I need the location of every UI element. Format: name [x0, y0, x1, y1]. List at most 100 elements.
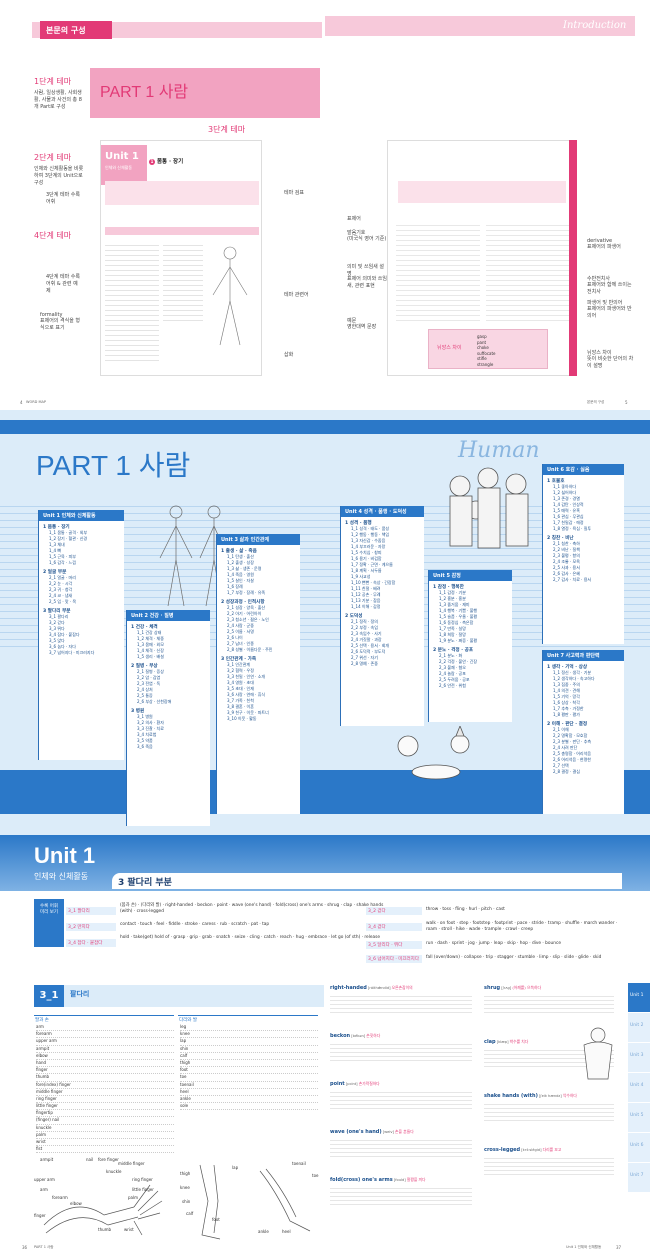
- section-item[interactable]: 3_5 앉다: [49, 638, 65, 643]
- section-item[interactable]: 3_10 이웃 · 활동: [227, 716, 257, 721]
- section-item[interactable]: 2_3 불평 · 항의: [553, 553, 580, 558]
- section-item[interactable]: 1_6 동정심 · 측은함: [439, 620, 474, 625]
- section-item[interactable]: 2_3 불쾌 · 혐오: [439, 665, 466, 670]
- section-item[interactable]: 2_1 성장 · 양육 · 출산: [227, 605, 266, 610]
- section-item[interactable]: 2_4 사려 판단: [553, 745, 578, 750]
- section-item[interactable]: 1_7 친밀감 · 애정: [553, 520, 584, 525]
- entry-headword[interactable]: cross-legged: [484, 1147, 521, 1153]
- section-title[interactable]: 1 호불호: [547, 479, 565, 484]
- section-item[interactable]: 2_6 나이: [227, 635, 243, 640]
- section-item[interactable]: 1_2 생각하다 · 숙고하다: [553, 676, 595, 681]
- section-item[interactable]: 3_2 협력 · 우정: [227, 668, 254, 673]
- section-item[interactable]: 3_2 걷다: [49, 620, 65, 625]
- section-item[interactable]: 2_2 눈 · 시각: [49, 581, 73, 586]
- section-item[interactable]: 3_5 약품: [137, 738, 153, 743]
- unit-title[interactable]: Unit 2 건강 · 질병: [127, 610, 210, 621]
- section-item[interactable]: 1_8 희망 · 절망: [439, 632, 466, 637]
- section-item[interactable]: 2_5 사과 · 용서: [553, 565, 580, 570]
- section-item[interactable]: 2_6 안전 · 위험: [439, 683, 466, 688]
- section-item[interactable]: 2_3 전염 · 독: [137, 681, 161, 686]
- section-item[interactable]: 2_8 명예 · 존중: [351, 661, 378, 666]
- unit-tab[interactable]: Unit 4: [628, 1073, 650, 1103]
- unit-title[interactable]: Unit 7 사고력과 판단력: [543, 650, 624, 661]
- unit-title[interactable]: Unit 5 감정: [429, 570, 512, 581]
- section-item[interactable]: 1_7 추측 · 가정한: [553, 706, 584, 711]
- section-item[interactable]: 2_1 분노 · 화: [439, 653, 463, 658]
- section-item[interactable]: 1_5 근육 · 피부: [49, 554, 76, 559]
- section-item[interactable]: 2_5 이름 · 서명: [227, 629, 254, 634]
- section-item[interactable]: 1_4 죽음 · 영원: [227, 572, 254, 577]
- section-title[interactable]: 1 성격 · 품행: [345, 521, 372, 526]
- section-item[interactable]: 2_1 이해: [553, 727, 569, 732]
- section-item[interactable]: 2_2 암 · 감염: [137, 675, 161, 680]
- section-item[interactable]: 1_6 감각 · 느낌: [49, 560, 76, 565]
- section-item[interactable]: 1_3 존경 · 경멸: [553, 496, 580, 501]
- section-item[interactable]: 1_8 열정 · 욕심 · 질투: [553, 526, 592, 531]
- section-item[interactable]: 3_8 결혼 · 이혼: [227, 704, 254, 709]
- section-item[interactable]: 1_6 용기 · 비겁함: [351, 556, 382, 561]
- section-item[interactable]: 2_2 부정 · 속임: [351, 625, 378, 630]
- section-title[interactable]: 2 분노 · 걱정 · 공포: [433, 648, 474, 653]
- section-item[interactable]: 1_1 정신 · 생각 · 기분: [553, 670, 592, 675]
- section-item[interactable]: 1_9 사교성: [351, 574, 371, 579]
- section-item[interactable]: 1_11 친절 · 배려: [351, 586, 381, 591]
- section-item[interactable]: 2_5 통증: [137, 693, 153, 698]
- section-title[interactable]: 1 몸통 · 장기: [43, 525, 70, 530]
- vocab-right-label[interactable]: 3_6 넘어지다 · 미끄러지다: [366, 955, 422, 963]
- section-item[interactable]: 1_8 계획 · 서두름: [351, 568, 382, 573]
- section-item[interactable]: 2_3 속임수 · 사기: [351, 631, 382, 636]
- section-title[interactable]: 3 병원: [131, 709, 145, 714]
- section-item[interactable]: 3_3 친밀 · 인연 · 소개: [227, 674, 266, 679]
- section-title[interactable]: 1 생각 · 기억 · 상상: [547, 665, 588, 670]
- section-item[interactable]: 1_4 부끄러운 · 자랑: [351, 544, 386, 549]
- section-item[interactable]: 2_4 놀람 · 공포: [439, 671, 466, 676]
- section-item[interactable]: 2_3 분별 · 판단 · 추측: [553, 739, 592, 744]
- section-item[interactable]: 3_2 의사 · 환자: [137, 720, 164, 725]
- section-item[interactable]: 3_1 팔다리: [49, 614, 69, 619]
- section-title[interactable]: 2 성장과정 · 인적사항: [221, 600, 265, 605]
- section-title[interactable]: 3 인간관계 · 가족: [221, 657, 257, 662]
- vocab-right-label[interactable]: 3_4 걷다: [366, 923, 422, 931]
- section-item[interactable]: 1_4 체격 · 신장: [137, 648, 164, 653]
- section-item[interactable]: 2_6 도덕적 · 부도덕: [351, 649, 386, 654]
- section-title[interactable]: 2 도덕성: [345, 614, 363, 619]
- entry-headword[interactable]: clap: [484, 1039, 496, 1045]
- section-item[interactable]: 1_12 공손 · 무례: [351, 592, 381, 597]
- section-item[interactable]: 2_7 감사 · 치료 · 용서: [553, 577, 592, 582]
- section-title[interactable]: 1 감정 · 행복한: [433, 585, 464, 590]
- section-item[interactable]: 1_6 장례: [227, 584, 243, 589]
- entry-headword[interactable]: beckon: [330, 1033, 351, 1039]
- section-title[interactable]: 2 질병 · 부상: [131, 664, 158, 669]
- section-item[interactable]: 3_5 초대 · 인재: [227, 686, 254, 691]
- entry-headword[interactable]: fold(cross) one's arms: [330, 1177, 393, 1183]
- unit-title[interactable]: Unit 1 인체와 신체활동: [39, 510, 124, 521]
- section-item[interactable]: 1_2 체격 · 체중: [137, 636, 164, 641]
- unit-tab[interactable]: Unit 3: [628, 1043, 650, 1073]
- section-item[interactable]: 3_7 가족 · 친척: [227, 698, 254, 703]
- section-item[interactable]: 2_6 감사 · 은혜: [553, 571, 580, 576]
- section-item[interactable]: 1_1 감정 · 기분: [439, 590, 466, 595]
- section-item[interactable]: 3_4 치료법: [137, 732, 157, 737]
- section-item[interactable]: 2_5 총명함 · 어리석음: [553, 751, 591, 756]
- section-item[interactable]: 1_3 집중 · 주의: [553, 682, 580, 687]
- section-item[interactable]: 1_7 부정 · 장례 · 유족: [227, 590, 266, 595]
- section-item[interactable]: 3_4 영원 · 초대: [227, 680, 254, 685]
- section-item[interactable]: 1_4 의견 · 견해: [553, 688, 580, 693]
- section-item[interactable]: 3_3 진찰 · 치료: [137, 726, 164, 731]
- section-item[interactable]: 1_5 매력 · 유혹: [553, 508, 580, 513]
- section-item[interactable]: 1_6 상상 · 착각: [553, 700, 580, 705]
- section-title[interactable]: 2 얼굴 부분: [43, 570, 67, 575]
- section-item[interactable]: 3_1 인간관계: [227, 662, 251, 667]
- section-item[interactable]: 2_5 선택 · 용서 · 회개: [351, 643, 390, 648]
- entry-headword[interactable]: point: [330, 1081, 345, 1087]
- section-title[interactable]: 1 출생 · 삶 · 죽음: [221, 549, 257, 554]
- section-item[interactable]: 1_5 수치심 · 창피: [351, 550, 382, 555]
- entry-headword[interactable]: right-handed: [330, 985, 367, 991]
- section-item[interactable]: 2_3 귀 · 청각: [49, 587, 73, 592]
- section-item[interactable]: 3_9 친구 · 이웃 · 파트너: [227, 710, 269, 715]
- unit-tab[interactable]: Unit 5: [628, 1103, 650, 1133]
- section-item[interactable]: 2_4 조롱 · 모욕: [553, 559, 580, 564]
- unit-tab[interactable]: Unit 1: [628, 983, 650, 1013]
- section-item[interactable]: 2_4 코 · 냄새: [49, 593, 73, 598]
- section-item[interactable]: 3_6 사랑 · 연애 · 휴식: [227, 692, 266, 697]
